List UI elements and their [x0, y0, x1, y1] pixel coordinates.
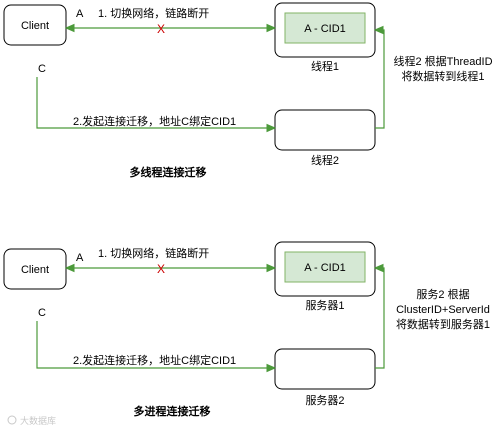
cid-label: A - CID1	[304, 262, 346, 274]
client-node	[3, 248, 67, 290]
migration-label: 2.发起连接迁移，地址C绑定CID1	[73, 114, 236, 128]
port-c-label: C	[38, 63, 46, 75]
port-a-label: A	[76, 252, 84, 264]
server2-node	[274, 109, 376, 151]
arrowhead-right	[266, 23, 277, 33]
port-a-label: A	[76, 8, 84, 20]
forward-note-line: 将数据转到线程1	[401, 69, 484, 83]
migration-arrowhead	[266, 363, 277, 373]
arrowhead-left	[64, 23, 75, 33]
arrowhead-right	[266, 263, 277, 273]
cid-box	[284, 12, 366, 44]
server2-node	[274, 348, 376, 390]
watermark-text: 大数据库	[20, 415, 56, 426]
diagram-multithread: Client A C A - CID1 线程1 线程2 1. 切换网络，链路断开…	[3, 2, 493, 179]
migration-label: 2.发起连接迁移，地址C绑定CID1	[73, 353, 236, 367]
forward-path	[375, 29, 385, 129]
client-label: Client	[21, 264, 49, 276]
watermark: 大数据库	[7, 415, 56, 426]
watermark-logo-icon	[7, 415, 17, 425]
migration-arrowhead	[266, 123, 277, 133]
migration-path	[36, 77, 268, 129]
switch-network-label: 1. 切换网络，链路断开	[98, 246, 209, 260]
switch-network-label: 1. 切换网络，链路断开	[98, 6, 209, 20]
diagram-title: 多线程连接迁移	[130, 165, 207, 179]
client-label: Client	[21, 20, 49, 32]
migration-path	[36, 321, 268, 369]
forward-note-line: ClusterID+ServerId	[396, 304, 490, 316]
forward-path	[375, 267, 385, 369]
server2-label: 线程2	[311, 153, 339, 167]
client-node	[3, 4, 67, 46]
forward-note-line: 服务2 根据	[416, 287, 469, 301]
broken-link-icon: X	[157, 22, 165, 36]
forward-note-line: 线程2 根据ThreadID	[393, 54, 492, 68]
broken-link-icon: X	[157, 262, 165, 276]
arrowhead-left	[64, 263, 75, 273]
server2-label: 服务器2	[305, 394, 344, 407]
server1-label: 线程1	[311, 59, 339, 73]
server1-label: 服务器1	[305, 299, 344, 312]
cid-label: A - CID1	[304, 23, 346, 35]
diagram-title: 多进程连接迁移	[134, 404, 211, 418]
cid-box	[284, 251, 366, 283]
diagram-multiprocess: Client A C A - CID1 服务器1 服务器2 1. 切换网络，链路…	[3, 241, 490, 418]
forward-note-line: 将数据转到服务器1	[396, 317, 490, 331]
forward-arrowhead	[373, 263, 384, 273]
port-c-label: C	[38, 307, 46, 319]
forward-arrowhead	[373, 25, 384, 35]
